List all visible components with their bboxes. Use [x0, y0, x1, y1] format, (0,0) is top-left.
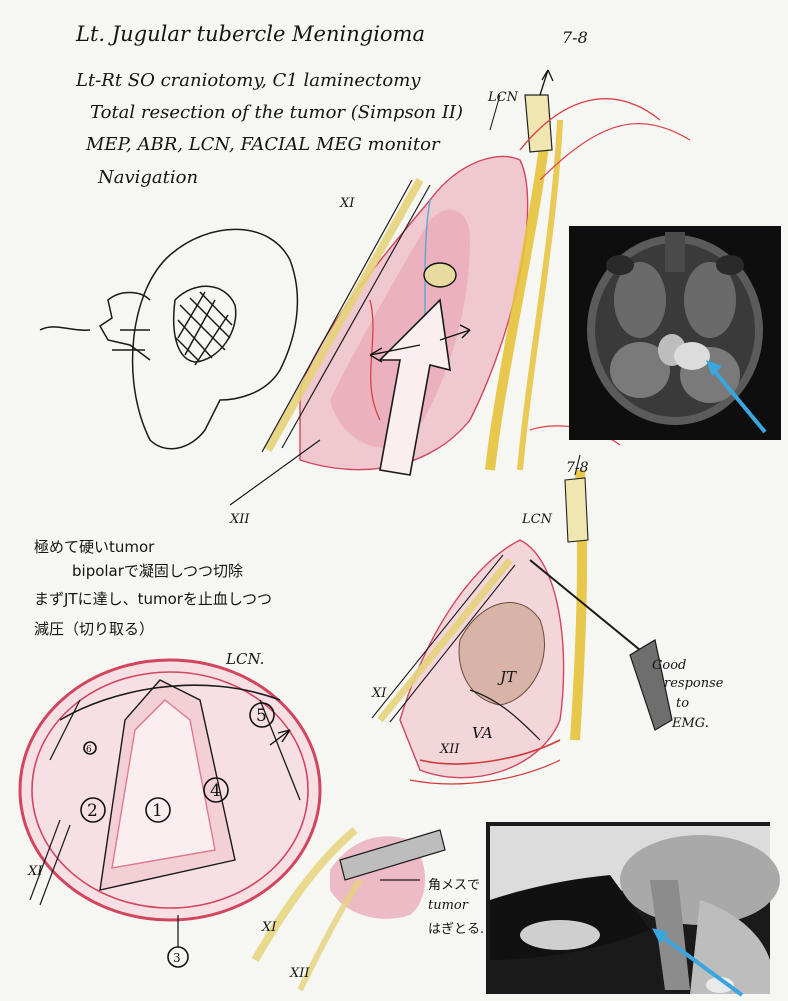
- label-xii-right: XII: [440, 742, 460, 757]
- label-jt: JT: [500, 668, 516, 686]
- note-decompression: 減圧（切り取る）: [34, 618, 154, 639]
- label-xi-right: XI: [372, 686, 386, 701]
- label-xi-bottom-mid: XI: [262, 920, 276, 935]
- label-xi-top: XI: [340, 196, 354, 211]
- note-bipolar: bipolarで凝固しつつ切除: [72, 560, 243, 581]
- header-resection: Total resection of the tumor (Simpson II…: [90, 102, 463, 123]
- label-lcn-right: LCN: [522, 512, 552, 527]
- label-7-8-right: 7-8: [566, 460, 589, 476]
- label-xi-bottom-left: XI: [28, 864, 42, 879]
- label-lcn-bottom-left: LCN.: [226, 650, 264, 668]
- note-hard-tumor: 極めて硬いtumor: [34, 536, 154, 557]
- note-tumor: tumor: [428, 898, 468, 913]
- label-7-8-top: 7-8: [562, 28, 588, 47]
- header-procedure: Lt-Rt SO craniotomy, C1 laminectomy: [76, 70, 420, 91]
- note-corner-knife: 角メスで: [428, 874, 480, 893]
- label-xii-top: XII: [230, 512, 250, 527]
- header-navigation: Navigation: [98, 167, 198, 188]
- label-lcn-top: LCN: [488, 90, 518, 105]
- note-response: response: [664, 676, 723, 691]
- label-xii-bottom-mid: XII: [290, 966, 310, 981]
- note-good: Good: [652, 658, 686, 673]
- note-peel-off: はぎとる.: [428, 918, 484, 937]
- header-title: Lt. Jugular tubercle Meningioma: [76, 22, 425, 46]
- header-monitoring: MEP, ABR, LCN, FACIAL MEG monitor: [86, 134, 440, 155]
- label-va: VA: [472, 724, 493, 742]
- note-emg: EMG.: [672, 716, 709, 731]
- note-to: to: [676, 696, 689, 711]
- note-jt-first: まずJTに達し、tumorを止血しつつ: [34, 588, 272, 609]
